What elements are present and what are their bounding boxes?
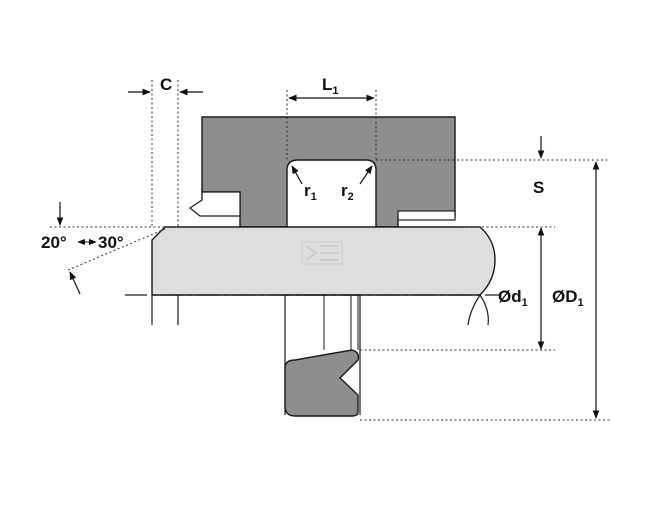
label-r2: r2: [341, 181, 354, 203]
label-od1: Ød1: [498, 287, 528, 309]
label-c: C: [160, 75, 172, 94]
manufacturer-logo: [301, 241, 343, 265]
label-oD1: ØD1: [552, 287, 584, 309]
label-angle-max: 30°: [98, 233, 124, 252]
backup-ring: [397, 210, 456, 221]
extension-lines: [50, 80, 610, 421]
rod-break-line: [467, 294, 489, 326]
label-angle-min: 20°: [41, 233, 67, 252]
label-l1: L1: [322, 75, 339, 97]
label-s: S: [533, 178, 544, 197]
guide-ring-insert: [188, 191, 241, 217]
housing-body: [201, 116, 456, 228]
seal-profile: [284, 349, 360, 417]
rod-body: [151, 226, 496, 296]
label-r1: r1: [304, 181, 317, 203]
